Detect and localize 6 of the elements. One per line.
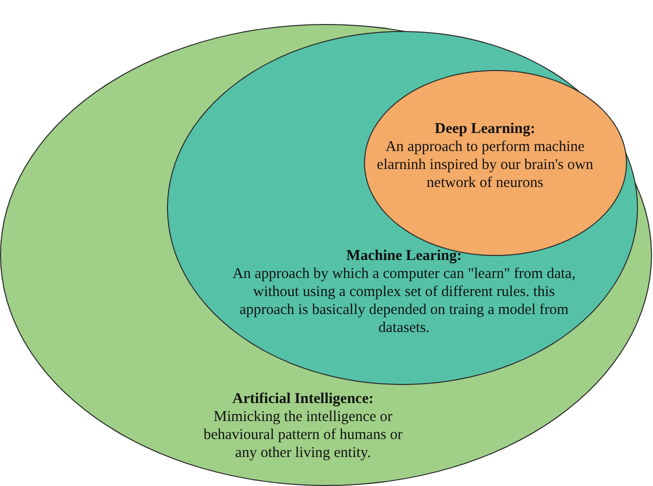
description: Mimicking the intelligence or behavioural pattern of humans or any other living entity. <box>202 408 404 462</box>
description: An approach by which a computer can "learn" from data, without using a complex set of different rules. this approach is basically depended on traing a model from datasets. <box>232 265 576 337</box>
description: An approach to perform machine elarninh inspired by our brain's own network of neurons <box>376 138 594 192</box>
heading: Artificial Intelligence: <box>231 390 375 408</box>
heading: Deep Learning: <box>434 120 536 138</box>
heading: Machine Learing: <box>345 247 463 265</box>
